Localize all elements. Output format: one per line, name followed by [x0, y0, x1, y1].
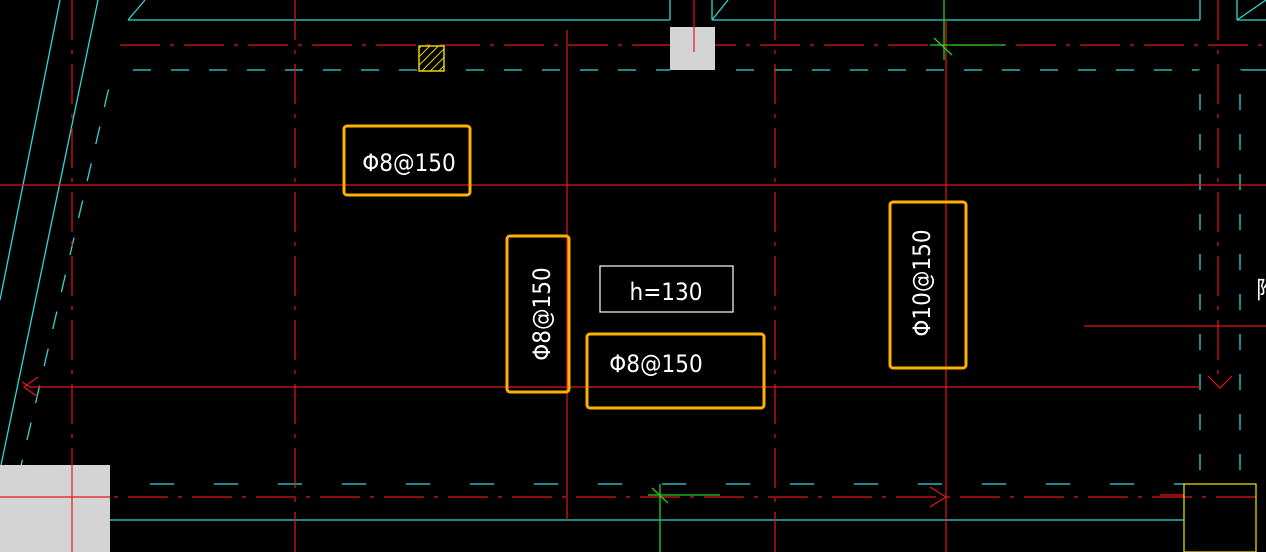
- highlight-box-left-top: [342, 124, 472, 197]
- wall-centerlines-dashed: [18, 68, 1242, 486]
- highlight-box-middle-horizontal: [585, 332, 766, 410]
- rebar-text-right-vertical: Φ10@150: [908, 229, 936, 336]
- edge-text-fragment: 附: [1256, 276, 1266, 304]
- column-top-middle: [670, 27, 715, 70]
- bottom-right-outline: [1183, 483, 1257, 552]
- slab-thickness-box: [599, 265, 734, 313]
- axis-arrow-marks: [22, 375, 1233, 508]
- columns: [0, 27, 715, 552]
- rebar-label-right-vertical[interactable]: Φ10@150: [888, 200, 968, 370]
- green-reference-marks: [648, 0, 1005, 552]
- rebar-label-left-top[interactable]: Φ8@150: [342, 124, 472, 197]
- rebar-text-middle-horizontal: Φ8@150: [609, 350, 703, 378]
- rebar-label-middle-vertical[interactable]: Φ8@150: [505, 234, 571, 394]
- highlight-box-middle-vertical: [505, 234, 571, 394]
- rebar-label-middle-horizontal[interactable]: Φ8@150: [585, 332, 766, 410]
- slab-thickness-text: h=130: [630, 278, 703, 306]
- column-bottom-left: [0, 465, 110, 552]
- slab-thickness-tag[interactable]: h=130: [599, 265, 734, 313]
- highlight-box-right-vertical: [888, 200, 968, 370]
- hatched-column: [418, 45, 445, 72]
- rebar-text-middle-vertical: Φ8@150: [528, 267, 556, 361]
- rebar-text-left-top: Φ8@150: [362, 149, 456, 177]
